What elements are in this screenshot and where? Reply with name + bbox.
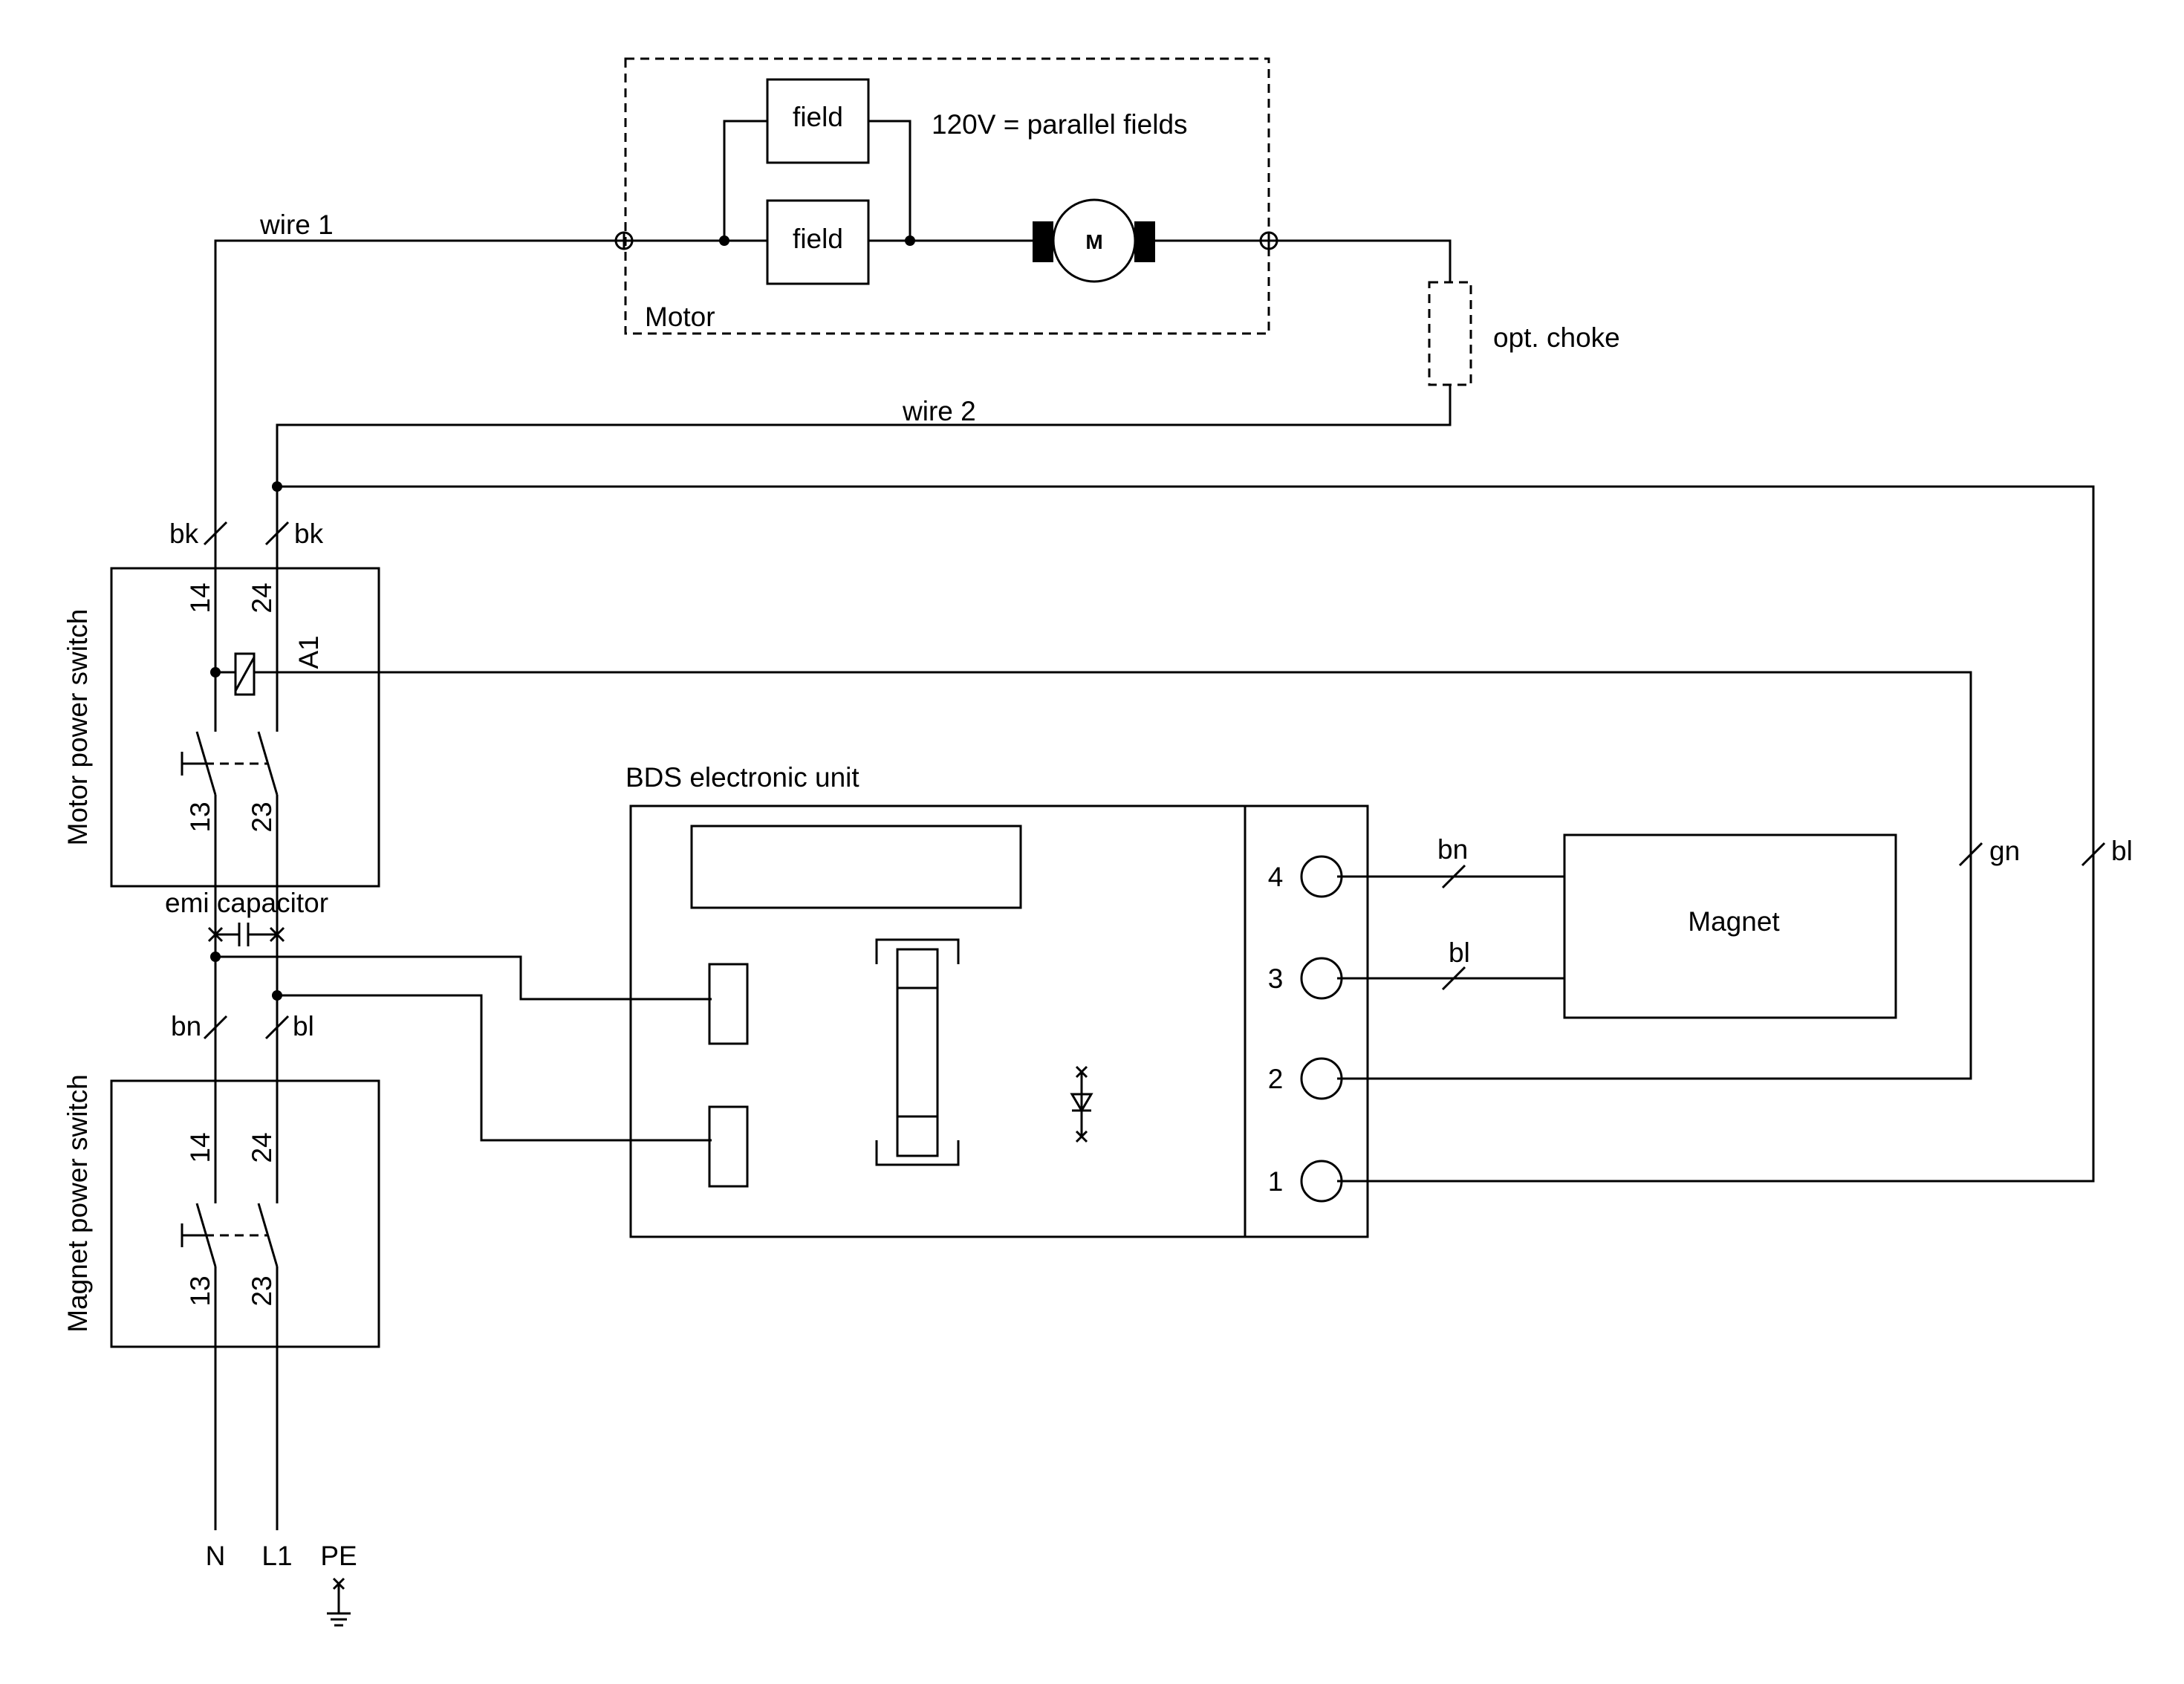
bds-terminal-2 <box>1300 1057 1343 1100</box>
field-parallel-right-wire <box>868 120 911 241</box>
bds-terminal-1-label: 1 <box>1268 1166 1284 1197</box>
motor-contact-23-24 <box>257 731 279 796</box>
motor-to-choke-wire <box>1277 239 1452 282</box>
motor-switch-terminal-23: 23 <box>247 802 277 832</box>
bds-terminal-2-label: 2 <box>1268 1064 1284 1094</box>
motor-block: Motor field field 120V = parallel fields… <box>614 57 1278 335</box>
magnet-switch-right-color: bl <box>293 1011 314 1041</box>
motor-label: Motor <box>645 302 715 332</box>
supply-neutral-label: N <box>206 1541 226 1571</box>
wire-1-label: wire 1 <box>259 209 334 240</box>
magnet-switch-box <box>110 1079 380 1348</box>
bds-electronic-unit: BDS electronic unit 4 3 2 <box>625 762 1369 1238</box>
bds-terminal-1 <box>1300 1160 1343 1203</box>
neutral-feed-wire <box>215 955 712 1001</box>
magnet-wire-bl-color: bl <box>1449 937 1470 968</box>
magnet: Magnet <box>1563 833 1897 1019</box>
field-coil-bottom <box>766 199 870 285</box>
motor-switch-terminal-24: 24 <box>247 582 277 613</box>
terminal-1-wire <box>277 485 2095 1183</box>
fuse-icon <box>875 938 960 1166</box>
bds-terminal-3-label: 3 <box>1268 963 1284 994</box>
terminal-2-wire-color: gn <box>1989 836 2020 866</box>
magnet-switch-title: Magnet power switch <box>62 1074 93 1333</box>
motor-terminal-right <box>1259 231 1278 250</box>
bds-connector-top <box>708 963 749 1045</box>
emi-capacitor-label: emi capacitor <box>165 888 328 918</box>
field-junction-left <box>719 235 729 246</box>
diode-icon <box>1070 1065 1093 1143</box>
bds-connector-bottom <box>708 1105 749 1188</box>
magnet-switch-terminal-14: 14 <box>185 1132 215 1163</box>
terminal-1-wire-marker <box>2081 842 2106 867</box>
bds-box <box>629 804 1369 1238</box>
motor-switch-title: Motor power switch <box>62 609 93 846</box>
terminal-1-wire-color: bl <box>2111 836 2133 866</box>
magnet-wire-bl-marker <box>1441 966 1466 991</box>
relay-coil-slash <box>234 657 256 692</box>
wire-1 <box>214 239 616 568</box>
wire-2-label: wire 2 <box>902 396 976 426</box>
field-parallel-left-wire <box>723 120 767 241</box>
magnet-switch-terminal-24: 24 <box>247 1132 277 1163</box>
motor-switch-terminal-14: 14 <box>185 582 215 613</box>
choke-label: opt. choke <box>1493 322 1620 353</box>
magnet-switch-left-marker <box>203 1015 228 1040</box>
motor-switch-left-marker <box>203 521 228 546</box>
magnet-box <box>1563 833 1897 1019</box>
magnet-switch-right-marker <box>264 1015 290 1040</box>
motor-switch-coil-label: A1 <box>293 635 324 669</box>
magnet-switch-terminal-23: 23 <box>247 1275 277 1306</box>
magnet-wire-bn-color: bn <box>1437 834 1468 865</box>
motor-switch-right-color: bk <box>294 518 324 549</box>
bds-title: BDS electronic unit <box>625 762 859 793</box>
bds-terminal-3 <box>1300 957 1343 1000</box>
motor-terminal-left <box>614 231 634 250</box>
armature-brush-right <box>1134 221 1155 262</box>
field-coil-top-label: field <box>793 102 843 132</box>
motor-switch-left-color: bk <box>169 518 199 549</box>
relay-coil-junction <box>210 667 221 677</box>
armature-icon <box>1052 198 1137 283</box>
supply-line-label: L1 <box>261 1541 292 1571</box>
magnet-label: Magnet <box>1688 906 1780 937</box>
magnet-power-switch: Magnet power switch 14 24 13 23 <box>62 1074 380 1348</box>
relay-coil-icon <box>234 652 256 696</box>
magnet-contact-23-24 <box>257 1203 279 1267</box>
magnet-switch-left-color: bn <box>171 1011 201 1041</box>
magnet-wire-bn-marker <box>1441 864 1466 889</box>
ground-icon <box>327 1577 351 1627</box>
supply-earth-label: PE <box>320 1541 357 1571</box>
terminal-2-wire-marker <box>1958 842 1983 867</box>
optional-choke <box>1428 281 1472 386</box>
motor-enclosure <box>624 57 1270 335</box>
field-junction-right <box>905 235 915 246</box>
motor-switch-box <box>110 567 380 888</box>
armature-brush-left <box>1033 221 1053 262</box>
motor-switch-terminal-13: 13 <box>185 802 215 832</box>
bds-terminal-4 <box>1300 855 1343 898</box>
emi-capacitor <box>207 923 285 946</box>
wire-2 <box>276 385 1452 568</box>
bds-terminal-4-label: 4 <box>1268 862 1284 892</box>
motor-switch-right-marker <box>264 521 290 546</box>
motor-power-switch: Motor power switch 14 24 13 23 A1 <box>62 567 380 888</box>
parallel-fields-note: 120V = parallel fields <box>932 109 1188 140</box>
magnet-switch-terminal-13: 13 <box>185 1275 215 1306</box>
line-feed-wire <box>277 994 712 1142</box>
field-coil-bottom-label: field <box>793 224 843 254</box>
bds-display <box>690 825 1022 909</box>
terminal-2-wire <box>254 671 1972 1080</box>
armature-label: M <box>1085 230 1102 253</box>
